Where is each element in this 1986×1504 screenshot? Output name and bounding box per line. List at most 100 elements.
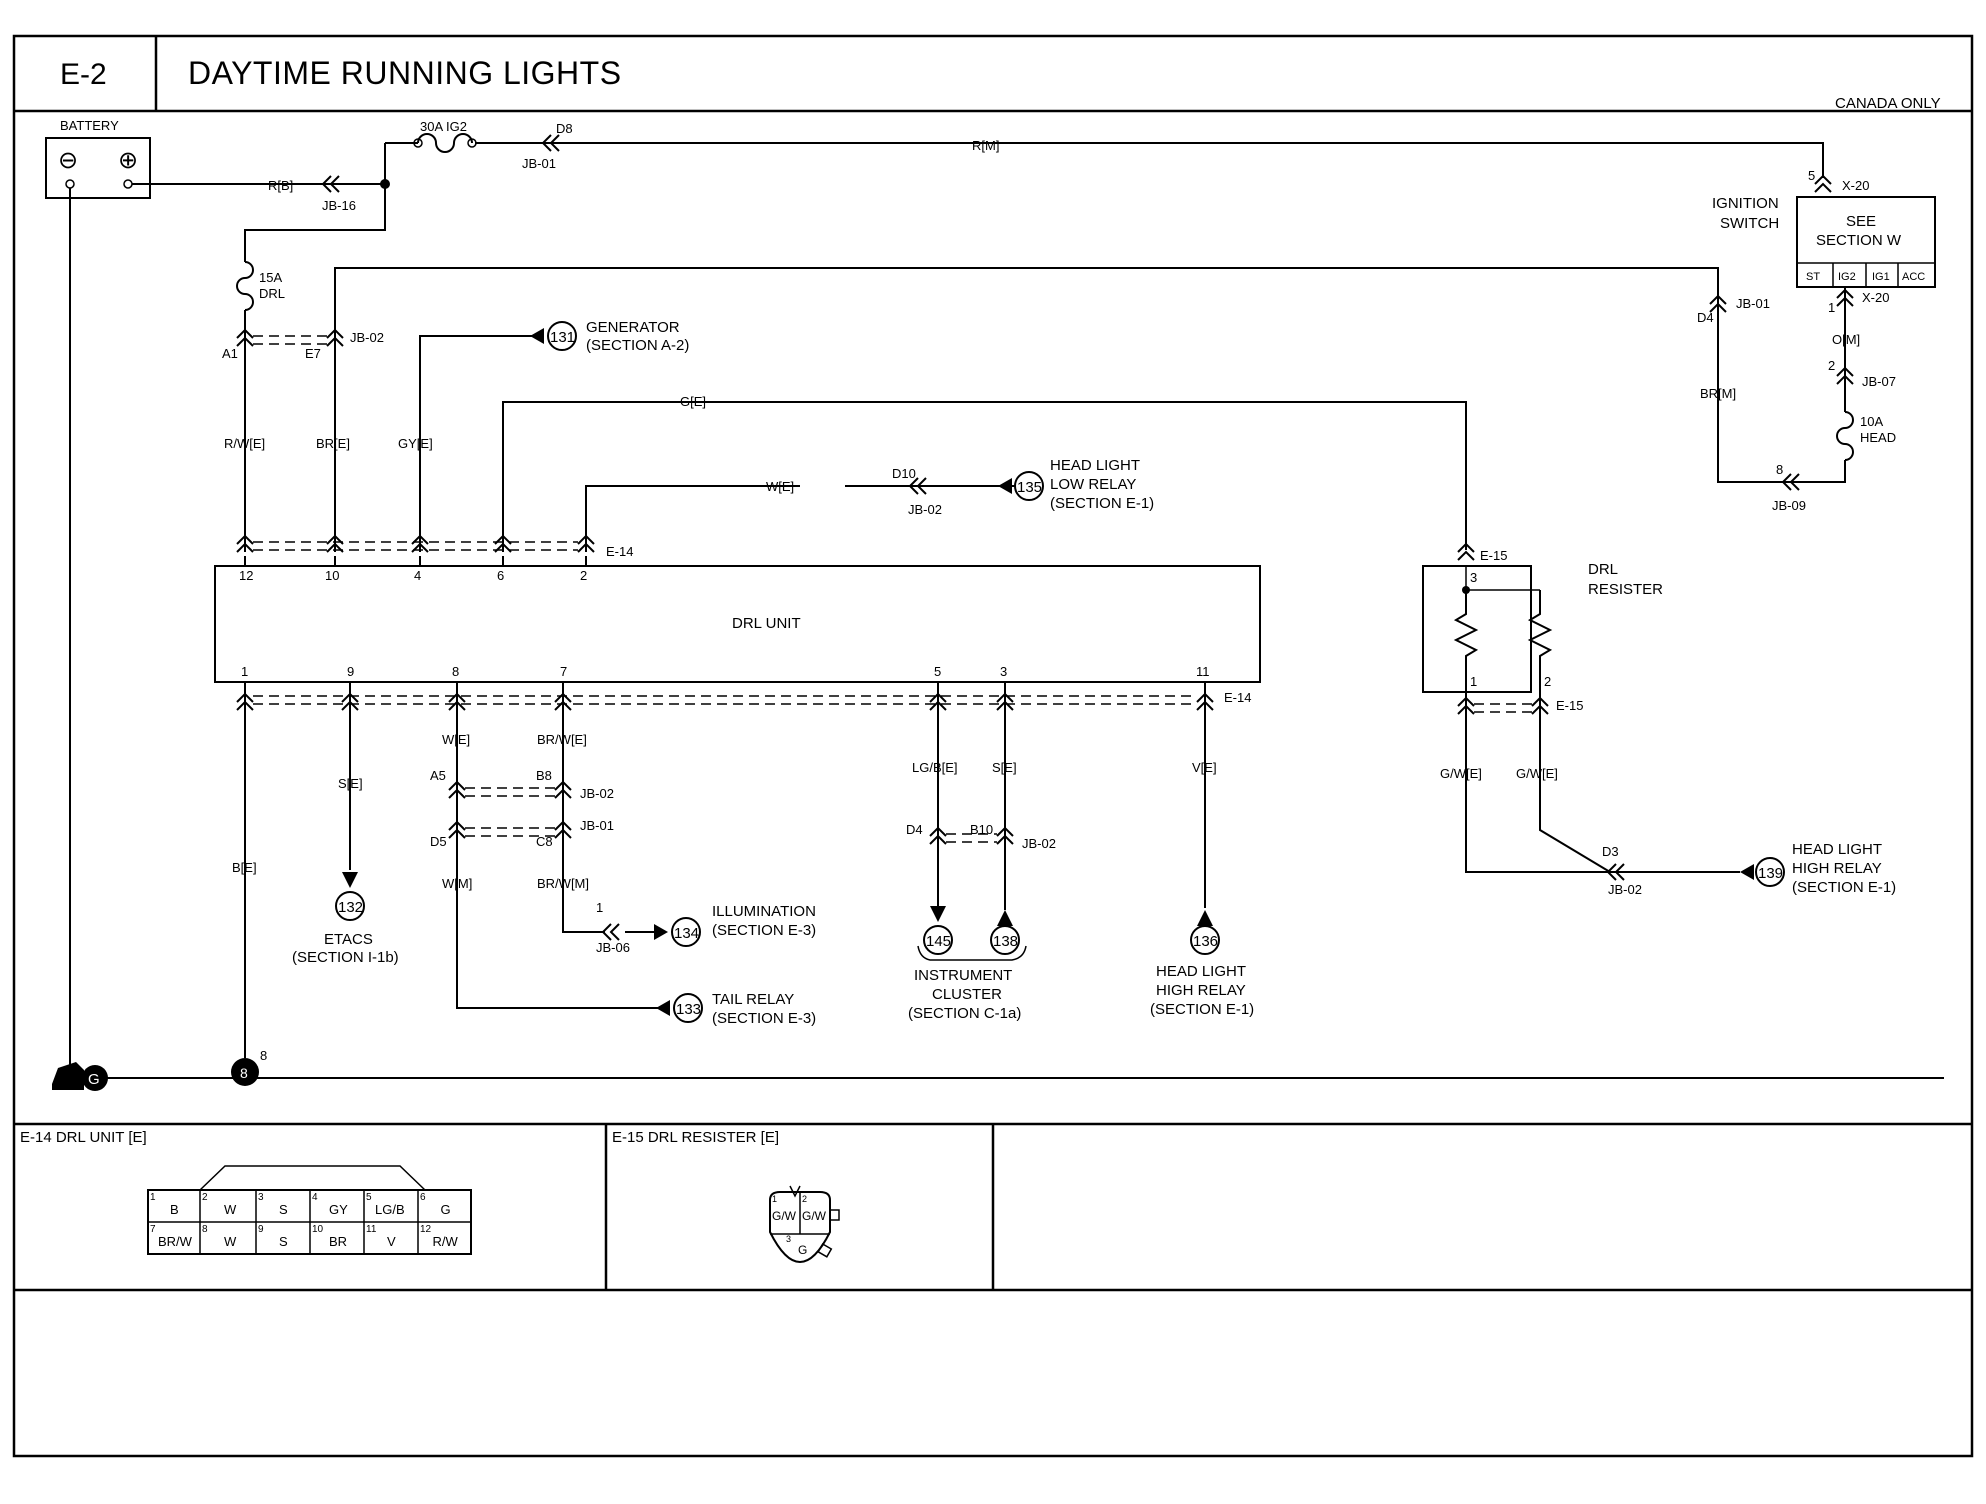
wire-label: B[E]: [232, 860, 257, 875]
reference-number: 135: [1017, 479, 1042, 496]
connector-label: JB-02: [1608, 882, 1642, 897]
pin-number: 5: [934, 664, 941, 679]
reference-label: (SECTION E-1): [1150, 1001, 1254, 1018]
drl-resister-label: RESISTER: [1588, 581, 1663, 598]
wire-label: BR/W[M]: [537, 876, 589, 891]
panel-title: E-15 DRL RESISTER [E]: [612, 1129, 779, 1146]
pin-label: 2: [1828, 358, 1835, 373]
pin-number: 1: [1470, 674, 1477, 689]
cavity-color: W: [224, 1234, 237, 1249]
fuse-label: 15A: [259, 270, 282, 285]
connector-label: JB-07: [1862, 374, 1896, 389]
connector-label: E-14: [1224, 690, 1251, 705]
wire-label: R/W[E]: [224, 436, 265, 451]
cavity-number: 2: [802, 1194, 807, 1204]
pin-label: D8: [556, 121, 573, 136]
pin-label: 1: [1828, 300, 1835, 315]
reference-label: CLUSTER: [932, 986, 1002, 1003]
reference-number: 139: [1758, 865, 1783, 882]
pin-number: 8: [452, 664, 459, 679]
pin-number: 6: [497, 568, 504, 583]
cavity-number: 7: [150, 1224, 156, 1235]
illumination-reference: 134 ILLUMINATION (SECTION E-3): [654, 903, 816, 947]
cavity-number: 5: [366, 1192, 372, 1203]
pin-number: 2: [1544, 674, 1551, 689]
cavity-number: 1: [772, 1194, 777, 1204]
pin-number: 2: [580, 568, 587, 583]
ground-bus: G 8 8: [52, 188, 1944, 1091]
pin-number: 9: [347, 664, 354, 679]
fuse-10a-icon: [1836, 411, 1854, 461]
fuse-label: DRL: [259, 286, 285, 301]
wire-label: G[E]: [680, 394, 706, 409]
reference-number: 145: [926, 933, 951, 950]
cavity-number: 3: [786, 1234, 791, 1244]
reference-number: 132: [338, 899, 363, 916]
ignition-position: ACC: [1902, 271, 1925, 283]
wire-label: GY[E]: [398, 436, 433, 451]
pin-label: B8: [536, 768, 552, 783]
wire-label: O[M]: [1832, 332, 1860, 347]
ignition-position: IG1: [1872, 271, 1890, 283]
battery-label: BATTERY: [60, 118, 119, 133]
reference-label: HEAD LIGHT: [1792, 841, 1882, 858]
cavity-color: G/W: [802, 1209, 827, 1223]
reference-label: ETACS: [324, 931, 373, 948]
pin-label: A1: [222, 346, 238, 361]
wire-label: BR/W[E]: [537, 732, 587, 747]
pin-label: 1: [596, 900, 603, 915]
cavity-number: 9: [258, 1224, 264, 1235]
fuse-label: HEAD: [1860, 430, 1896, 445]
reference-label: LOW RELAY: [1050, 476, 1136, 493]
panel-title: E-14 DRL UNIT [E]: [20, 1129, 147, 1146]
cavity-number: 8: [202, 1224, 208, 1235]
fuse-label: 10A: [1860, 414, 1883, 429]
power-feed-wiring: [132, 133, 1832, 552]
reference-label: GENERATOR: [586, 319, 680, 336]
wire-label: G/W[E]: [1516, 766, 1558, 781]
vehicle-ground-icon: [52, 1062, 84, 1090]
pin-label: 8: [1776, 462, 1783, 477]
fuse-30a-icon: [417, 133, 473, 153]
wire-label: R[B]: [268, 178, 293, 193]
reference-label: (SECTION C-1a): [908, 1005, 1021, 1022]
connector-label: E-15: [1556, 698, 1583, 713]
tail-relay-reference: 133 TAIL RELAY (SECTION E-3): [656, 991, 816, 1027]
region-note: CANADA ONLY: [1835, 95, 1941, 112]
reference-label: (SECTION E-1): [1050, 495, 1154, 512]
wire-label: S[E]: [338, 776, 363, 791]
pin-number: 11: [1196, 664, 1210, 679]
reference-label: (SECTION I-1b): [292, 949, 399, 966]
cavity-color: W: [224, 1202, 237, 1217]
cavity-number: 3: [258, 1192, 264, 1203]
pin-label: C8: [536, 834, 553, 849]
section-code: E-2: [60, 58, 107, 91]
reference-label: TAIL RELAY: [712, 991, 794, 1008]
pin-number: 3: [1000, 664, 1007, 679]
cavity-number: 11: [366, 1224, 377, 1235]
reference-number: 138: [993, 933, 1018, 950]
pin-label: E7: [305, 346, 321, 361]
connector-label: JB-06: [596, 940, 630, 955]
drl-unit-label: DRL UNIT: [732, 615, 801, 632]
head-fuse-circuit: [334, 267, 1854, 491]
pin-number: 12: [239, 568, 253, 583]
page-frame: [12, 34, 1974, 1458]
cavity-color: S: [279, 1202, 288, 1217]
cavity-number: 6: [420, 1192, 426, 1203]
cavity-color: GY: [329, 1202, 348, 1217]
wire-label: S[E]: [992, 760, 1017, 775]
fuse-15a-icon: [236, 261, 254, 311]
wire-label: W[M]: [442, 876, 472, 891]
head-light-low-relay-reference: 135 HEAD LIGHT LOW RELAY (SECTION E-1): [998, 457, 1154, 512]
ignition-see: SEE: [1846, 213, 1876, 230]
etacs-reference: 132 ETACS (SECTION I-1b): [292, 872, 399, 966]
wire-label: R[M]: [972, 138, 999, 153]
reference-label: HEAD LIGHT: [1156, 963, 1246, 980]
head-light-high-relay-e1-reference: 139 HEAD LIGHT HIGH RELAY (SECTION E-1): [1740, 841, 1896, 896]
pin-label: A5: [430, 768, 446, 783]
resistor-icon: [1527, 590, 1553, 692]
connector-label: X-20: [1862, 290, 1889, 305]
cavity-color: G: [798, 1243, 807, 1257]
